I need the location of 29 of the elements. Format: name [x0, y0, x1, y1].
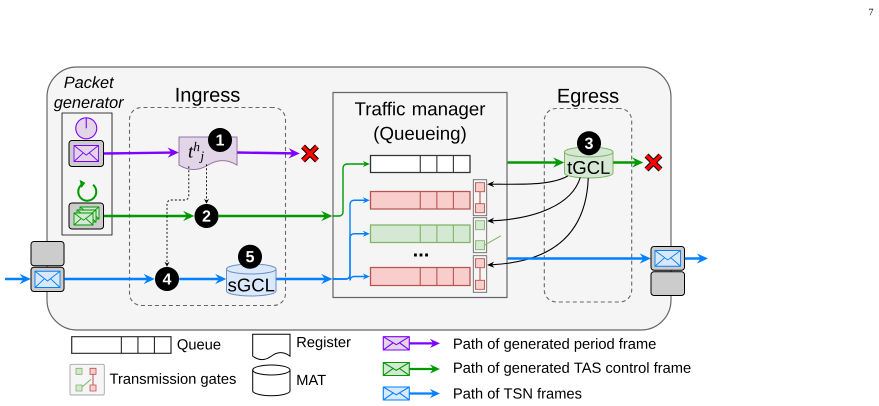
legend-label: Path of TSN frames [454, 388, 582, 399]
cross-mark [300, 144, 320, 164]
legend-label: Path of generated period frame [454, 338, 656, 352]
legend-label: Transmission gates [110, 373, 236, 387]
queue [370, 190, 471, 210]
heading: Ingress [176, 88, 240, 106]
transmission-gate [472, 179, 488, 216]
heading: Packet generator [54, 76, 124, 112]
envelope-stack-tile [68, 202, 104, 230]
queue [370, 224, 471, 244]
legend-label: Register [297, 336, 351, 350]
cylinder: sGCL [226, 264, 276, 296]
cross-mark [644, 152, 664, 172]
legend-label: Path of generated TAS control frame [454, 362, 691, 376]
queue [370, 266, 471, 286]
transmission-gate [472, 255, 488, 293]
page-number: 7 [869, 8, 874, 16]
callout-number: 1 [208, 128, 232, 152]
queue [370, 154, 471, 174]
heading: Egress [558, 88, 618, 107]
callout-number: 3 [577, 131, 601, 156]
ellipsis: ... [414, 254, 428, 256]
envelope-tile [68, 140, 104, 167]
envelope-port [30, 241, 64, 292]
legend-label: MAT [297, 374, 326, 386]
transmission-gate [472, 217, 502, 254]
callout-number: 5 [238, 244, 262, 269]
envelope-port [650, 246, 685, 296]
legend-label: Queue [178, 339, 220, 352]
